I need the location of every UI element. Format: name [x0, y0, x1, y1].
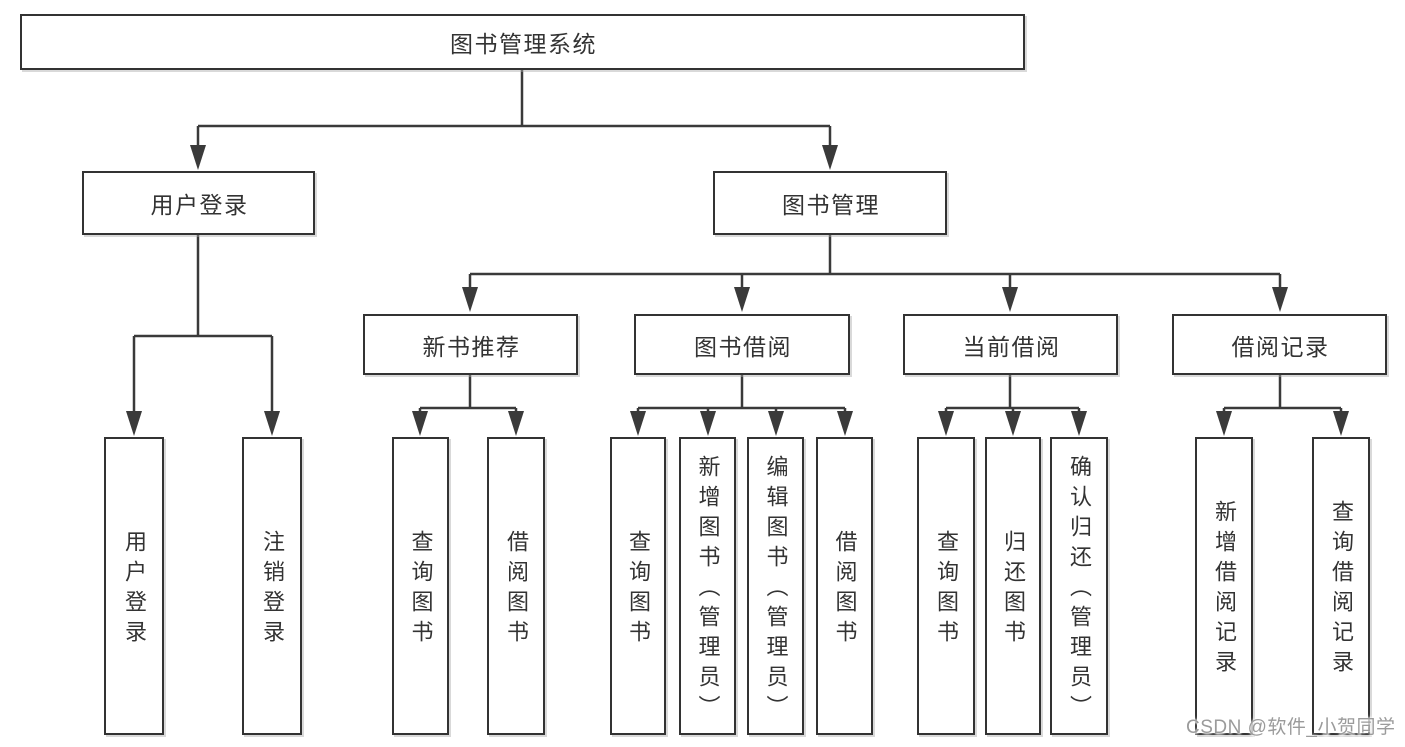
arrowhead-icon [734, 287, 750, 312]
node-borrowing-records: 借阅记录 [1172, 314, 1387, 375]
node-book-borrowing: 图书借阅 [634, 314, 850, 375]
leaf-edit-books-admin: 编辑图书（管理员） [747, 437, 804, 735]
leaf-return-books: 归还图书 [985, 437, 1041, 735]
leaf-query-books-borrowing: 查询图书 [610, 437, 666, 735]
node-label: 注销登录 [260, 530, 285, 650]
arrowhead-icon [938, 411, 954, 436]
node-label: 新增借阅记录 [1212, 500, 1237, 680]
leaf-borrow-books-recommend: 借阅图书 [487, 437, 545, 735]
arrowhead-icon [700, 411, 716, 436]
arrowhead-icon [822, 145, 838, 170]
node-label: 编辑图书（管理员） [763, 455, 789, 725]
node-label: 查询图书 [408, 530, 434, 650]
leaf-user-login: 用户登录 [104, 437, 164, 735]
node-label: 图书管理 [782, 192, 880, 218]
arrowhead-icon [190, 145, 206, 170]
leaf-query-borrow-record: 查询借阅记录 [1312, 437, 1370, 735]
csdn-watermark: CSDN @软件_小贺同学 [1186, 717, 1396, 738]
node-new-book-recommendation: 新书推荐 [363, 314, 578, 375]
arrowhead-icon [1333, 411, 1349, 436]
node-label: 确认归还（管理员） [1067, 455, 1092, 725]
arrowhead-icon [1005, 411, 1021, 436]
node-label: 归还图书 [1001, 530, 1026, 650]
arrowhead-icon [1071, 411, 1087, 436]
node-label: 当前借阅 [962, 333, 1061, 360]
node-book-management: 图书管理 [713, 171, 947, 235]
arrowhead-icon [837, 411, 853, 436]
arrowhead-icon [126, 411, 142, 436]
arrowhead-icon [1272, 287, 1288, 312]
leaf-add-borrow-record: 新增借阅记录 [1195, 437, 1253, 735]
connector-line [196, 70, 832, 152]
leaf-query-books-current: 查询图书 [917, 437, 975, 735]
node-current-borrowing: 当前借阅 [903, 314, 1118, 375]
arrowhead-icon [264, 411, 280, 436]
leaf-add-books-admin: 新增图书（管理员） [679, 437, 736, 735]
node-label: 借阅图书 [832, 530, 858, 650]
node-label: 用户登录 [150, 192, 249, 218]
node-label: 借阅图书 [504, 530, 529, 650]
leaf-logout: 注销登录 [242, 437, 302, 735]
node-label: 借阅记录 [1231, 333, 1330, 360]
node-label: 用户登录 [122, 530, 147, 650]
arrowhead-icon [508, 411, 524, 436]
node-label: 新书推荐 [422, 333, 521, 360]
node-label: 新增图书（管理员） [695, 455, 721, 725]
node-library-management-system: 图书管理系统 [20, 14, 1025, 70]
connector-line [1222, 375, 1343, 418]
arrowhead-icon [462, 287, 478, 312]
node-label: 查询图书 [934, 530, 959, 650]
node-label: 图书借阅 [694, 333, 792, 360]
connector-line [132, 235, 274, 418]
arrowhead-icon [1002, 287, 1018, 312]
node-label: 查询图书 [626, 530, 651, 650]
connector-line [468, 235, 1282, 294]
leaf-query-books-recommend: 查询图书 [392, 437, 449, 735]
leaf-confirm-return-admin: 确认归还（管理员） [1050, 437, 1108, 735]
node-label: 查询借阅记录 [1329, 500, 1354, 680]
arrowhead-icon [412, 411, 428, 436]
arrowhead-icon [630, 411, 646, 436]
connector-line [418, 375, 518, 418]
leaf-borrow-books: 借阅图书 [816, 437, 873, 735]
connector-line [636, 375, 847, 418]
arrowhead-icon [768, 411, 784, 436]
node-label: 图书管理系统 [450, 31, 597, 57]
arrowhead-icon [1216, 411, 1232, 436]
node-user-login-branch: 用户登录 [82, 171, 315, 235]
